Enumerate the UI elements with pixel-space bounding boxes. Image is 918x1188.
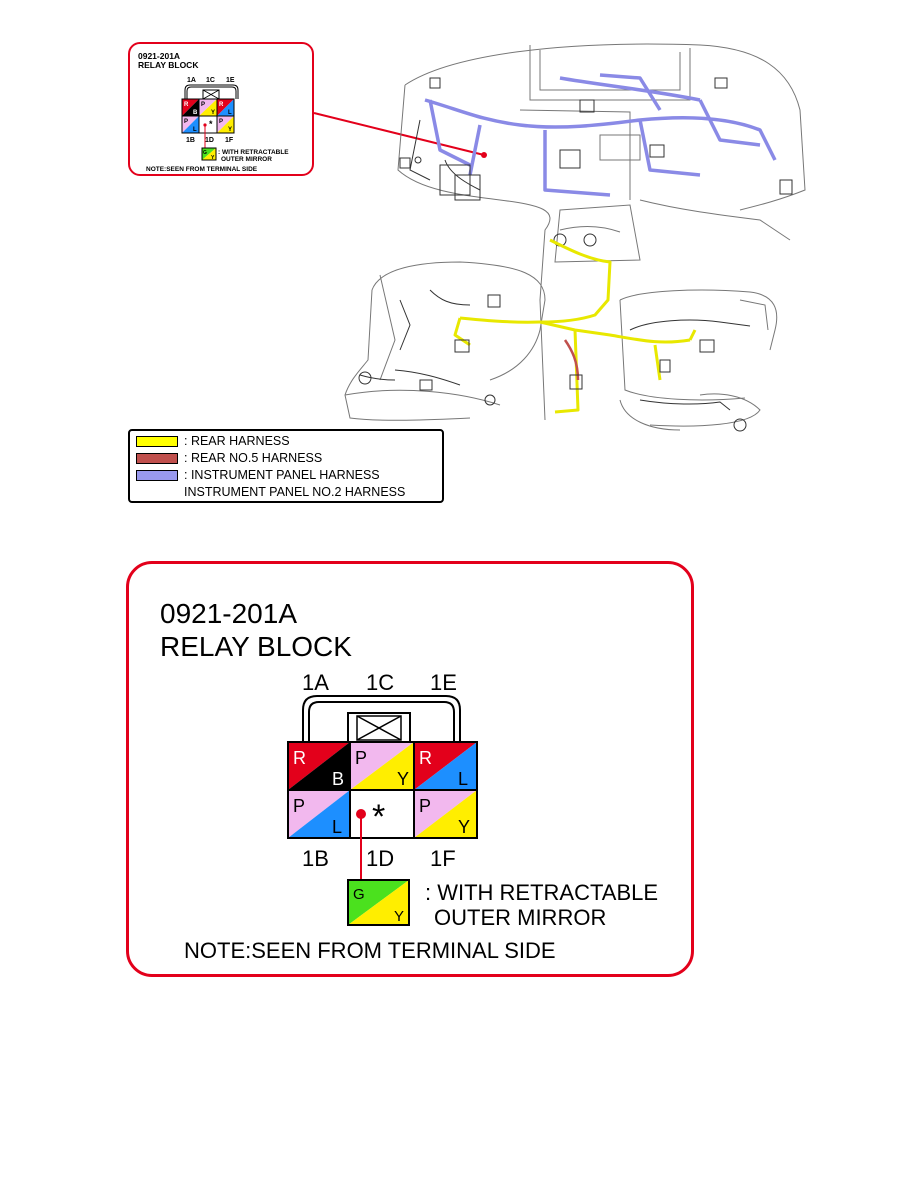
cell-1f-fill-y bbox=[414, 790, 477, 838]
pin-label-1c: 1C bbox=[366, 670, 394, 695]
svg-text:Y: Y bbox=[228, 127, 232, 133]
cell-1e-fill-l bbox=[414, 742, 477, 790]
relay-block-callout-small: 0921-201A RELAY BLOCK 1A 1C 1E R B P Y R… bbox=[128, 42, 314, 176]
vehicle-harness-illustration bbox=[313, 43, 806, 432]
cell-1c-color-2: Y bbox=[397, 769, 409, 789]
cell-1e-color-1: R bbox=[419, 748, 432, 768]
leader-line bbox=[313, 112, 485, 156]
svg-text:*: * bbox=[209, 119, 213, 129]
option-description-2: OUTER MIRROR bbox=[434, 905, 606, 930]
legend-swatch-blue bbox=[136, 469, 178, 481]
cell-1b-color-2: L bbox=[332, 817, 342, 837]
small-option-text2: OUTER MIRROR bbox=[221, 156, 272, 163]
connector-code: 0921-201A bbox=[160, 598, 298, 629]
option-fill-y bbox=[348, 880, 409, 925]
cell-1a-color-2: B bbox=[332, 769, 344, 789]
small-pin-1c: 1C bbox=[206, 77, 215, 84]
svg-text:P: P bbox=[219, 119, 223, 125]
svg-text:P: P bbox=[201, 102, 205, 108]
small-pin-1b: 1B bbox=[186, 137, 195, 144]
pin-label-1a: 1A bbox=[302, 670, 329, 695]
pin-label-1f: 1F bbox=[430, 846, 456, 871]
legend-item-instrument-panel-harness: : INSTRUMENT PANEL HARNESS bbox=[136, 468, 380, 482]
relay-block-callout-large: 0921-201A RELAY BLOCK 1A 1C 1E R B P Y R… bbox=[126, 561, 694, 977]
small-connector-diagram: 1A 1C 1E R B P Y R L P L * P Y 1B 1D 1F … bbox=[146, 77, 289, 173]
svg-text:B: B bbox=[193, 110, 198, 116]
svg-text:L: L bbox=[193, 127, 197, 133]
legend-swatch-red bbox=[136, 452, 178, 464]
pin-label-1e: 1E bbox=[430, 670, 457, 695]
cell-1f-color-1: P bbox=[419, 796, 431, 816]
cell-1b-color-1: P bbox=[293, 796, 305, 816]
harness-legend: : REAR HARNESS : REAR NO.5 HARNESS : INS… bbox=[128, 429, 444, 503]
pin-label-1d: 1D bbox=[366, 846, 394, 871]
small-pin-1d: 1D bbox=[205, 137, 214, 144]
legend-item-rear-no5-harness: : REAR NO.5 HARNESS bbox=[136, 451, 322, 465]
legend-swatch-yellow bbox=[136, 435, 178, 447]
small-connector-name: RELAY BLOCK bbox=[138, 60, 199, 70]
svg-text:R: R bbox=[184, 102, 189, 108]
option-color-2: Y bbox=[394, 908, 404, 925]
legend-label: : REAR NO.5 HARNESS bbox=[184, 451, 323, 465]
cell-1d-symbol: * bbox=[372, 798, 385, 836]
svg-text:R: R bbox=[219, 102, 224, 108]
option-description: : WITH RETRACTABLE bbox=[425, 880, 658, 905]
connector-diagram: 1A 1C 1E R B P Y R L P L P Y * bbox=[184, 670, 658, 963]
option-color-1: G bbox=[353, 886, 365, 903]
cell-1b-fill-l bbox=[288, 790, 350, 838]
pin-label-1b: 1B bbox=[302, 846, 329, 871]
small-pin-1a: 1A bbox=[187, 77, 196, 84]
legend-label: INSTRUMENT PANEL NO.2 HARNESS bbox=[184, 485, 406, 499]
legend-label: : INSTRUMENT PANEL HARNESS bbox=[184, 468, 380, 482]
small-connector-code: 0921-201A bbox=[138, 51, 181, 61]
small-option-text: : WITH RETRACTABLE bbox=[218, 149, 289, 156]
small-note: NOTE:SEEN FROM TERMINAL SIDE bbox=[146, 166, 258, 173]
note-text: NOTE:SEEN FROM TERMINAL SIDE bbox=[184, 938, 556, 963]
legend-item-rear-harness: : REAR HARNESS bbox=[136, 434, 290, 448]
cell-1a-fill-b bbox=[288, 742, 350, 790]
cell-1e-color-2: L bbox=[458, 769, 468, 789]
cell-1c-color-1: P bbox=[355, 748, 367, 768]
svg-text:Y: Y bbox=[211, 110, 215, 116]
connector-name: RELAY BLOCK bbox=[160, 631, 352, 662]
cell-1c-fill-y bbox=[350, 742, 414, 790]
small-pin-1f: 1F bbox=[225, 137, 234, 144]
legend-label: : REAR HARNESS bbox=[184, 434, 290, 448]
cell-1f-color-2: Y bbox=[458, 817, 470, 837]
cell-1a-color-1: R bbox=[293, 748, 306, 768]
small-pin-1e: 1E bbox=[226, 77, 235, 84]
svg-text:L: L bbox=[228, 110, 232, 116]
svg-text:P: P bbox=[184, 119, 188, 125]
legend-item-instrument-panel-no2-harness: INSTRUMENT PANEL NO.2 HARNESS bbox=[184, 485, 405, 499]
svg-text:Y: Y bbox=[211, 155, 215, 161]
svg-text:G: G bbox=[203, 150, 207, 156]
